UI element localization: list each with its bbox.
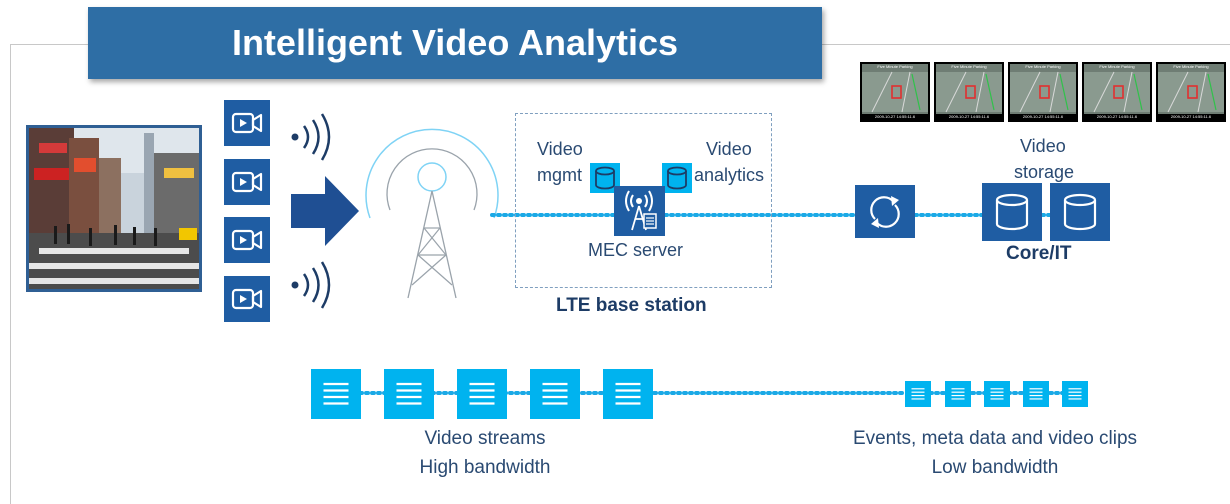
video-storage-label-line1: Video xyxy=(1020,136,1066,156)
data-stream-icon xyxy=(1062,381,1088,407)
data-stream-icon xyxy=(457,369,507,419)
lte-base-station-label: LTE base station xyxy=(556,295,707,316)
lte-base-station-box xyxy=(515,113,772,288)
video-camera-icon xyxy=(222,274,272,324)
video-mgmt-label-line2: mgmt xyxy=(537,165,582,185)
parking-camera-thumbnail: Five Minute Parking 2009-10-27 14:55:11.6 xyxy=(1082,62,1152,122)
database-icon xyxy=(662,163,692,193)
video-camera-icon xyxy=(222,157,272,207)
router-icon xyxy=(855,185,915,238)
data-stream-icon xyxy=(311,369,361,419)
data-stream-icon xyxy=(984,381,1010,407)
video-storage-label-line2: storage xyxy=(1014,162,1075,182)
mec-server-label: MEC server xyxy=(588,240,684,260)
thumbnail-timestamp: 2009-10-27 14:55:11.6 xyxy=(1010,114,1076,120)
video-streams-label: Video streams xyxy=(424,428,546,449)
wireless-signal-icon xyxy=(290,112,334,167)
core-it-label: Core/IT xyxy=(1006,243,1072,264)
low-bandwidth-label: Low bandwidth xyxy=(931,457,1059,478)
video-mgmt-label-line1: Video xyxy=(537,139,583,159)
high-bandwidth-label: High bandwidth xyxy=(419,457,551,478)
mec-server-icon xyxy=(614,186,665,236)
data-stream-icon xyxy=(384,369,434,419)
thumbnail-caption: Five Minute Parking xyxy=(1173,64,1209,69)
video-camera-icon xyxy=(222,215,272,265)
video-camera-icon xyxy=(222,98,272,148)
page-title: Intelligent Video Analytics xyxy=(231,22,679,63)
data-stream-icon xyxy=(530,369,580,419)
thumbnail-timestamp: 2009-10-27 14:55:11.6 xyxy=(936,114,1002,120)
thumbnail-timestamp: 2009-10-27 14:55:11.6 xyxy=(1158,114,1224,120)
parking-camera-thumbnail: Five Minute Parking 2009-10-27 14:55:11.6 xyxy=(1156,62,1226,122)
right-arrow-icon xyxy=(291,176,361,251)
thumbnail-caption: Five Minute Parking xyxy=(1099,64,1135,69)
thumbnail-caption: Five Minute Parking xyxy=(877,64,913,69)
video-analytics-label-line2: analytics xyxy=(694,165,765,185)
database-icon xyxy=(982,183,1042,241)
data-stream-icon xyxy=(1023,381,1049,407)
title-banner: Intelligent Video Analytics xyxy=(88,7,822,79)
thumbnail-timestamp: 2009-10-27 14:55:11.6 xyxy=(862,114,928,120)
video-analytics-label-line1: Video xyxy=(706,139,752,159)
thumbnail-caption: Five Minute Parking xyxy=(1025,64,1061,69)
parking-camera-thumbnail: Five Minute Parking 2009-10-27 14:55:11.6 xyxy=(860,62,930,122)
city-street-photo xyxy=(26,125,202,292)
parking-camera-thumbnail: Five Minute Parking 2009-10-27 14:55:11.6 xyxy=(1008,62,1078,122)
data-stream-icon xyxy=(945,381,971,407)
database-icon xyxy=(1050,183,1110,241)
events-meta-label: Events, meta data and video clips xyxy=(852,428,1138,449)
wireless-signal-icon xyxy=(290,260,334,315)
parking-camera-thumbnail: Five Minute Parking 2009-10-27 14:55:11.6 xyxy=(934,62,1004,122)
data-stream-icon xyxy=(905,381,931,407)
cell-tower-icon xyxy=(362,100,502,305)
data-stream-icon xyxy=(603,369,653,419)
thumbnail-caption: Five Minute Parking xyxy=(951,64,987,69)
thumbnail-timestamp: 2009-10-27 14:55:11.6 xyxy=(1084,114,1150,120)
